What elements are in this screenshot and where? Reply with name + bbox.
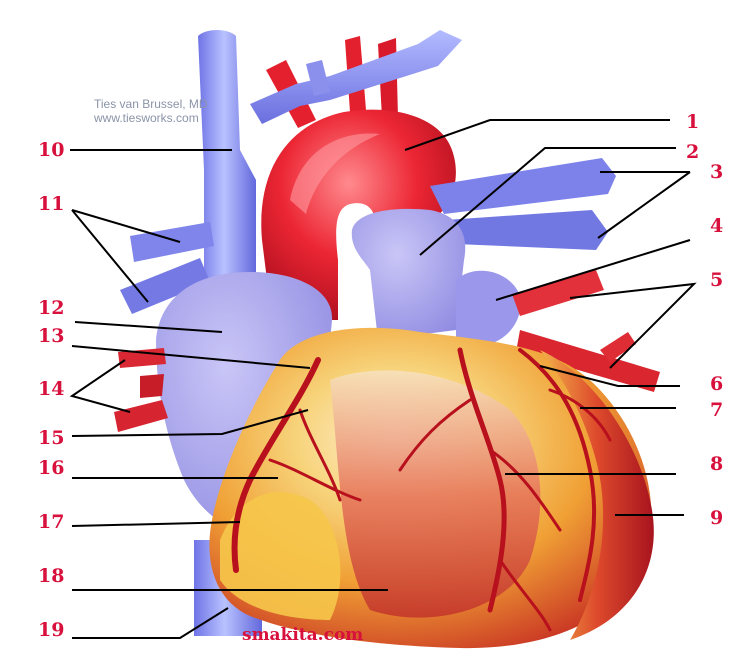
label-2: 2: [686, 141, 699, 163]
label-15: 15: [38, 427, 64, 449]
label-17: 17: [38, 511, 64, 533]
label-6: 6: [710, 373, 723, 395]
label-3: 3: [710, 161, 723, 183]
label-8: 8: [710, 453, 723, 475]
label-1: 1: [686, 111, 699, 133]
credit-site: www.tiesworks.com: [93, 111, 199, 125]
label-18: 18: [38, 565, 64, 587]
label-16: 16: [38, 457, 64, 479]
label-12: 12: [38, 297, 64, 319]
right-coronary-branch-mid: [140, 374, 164, 398]
label-13: 13: [38, 325, 64, 347]
label-11: 11: [38, 193, 64, 215]
label-10: 10: [38, 139, 64, 161]
label-5: 5: [710, 269, 723, 291]
watermark: smakita.com: [242, 625, 363, 645]
label-4: 4: [710, 215, 723, 237]
credit-author: Ties van Brussel, MD: [94, 97, 208, 111]
label-19: 19: [38, 619, 64, 641]
label-9: 9: [710, 507, 723, 529]
label-14: 14: [38, 378, 64, 400]
label-7: 7: [710, 399, 723, 421]
